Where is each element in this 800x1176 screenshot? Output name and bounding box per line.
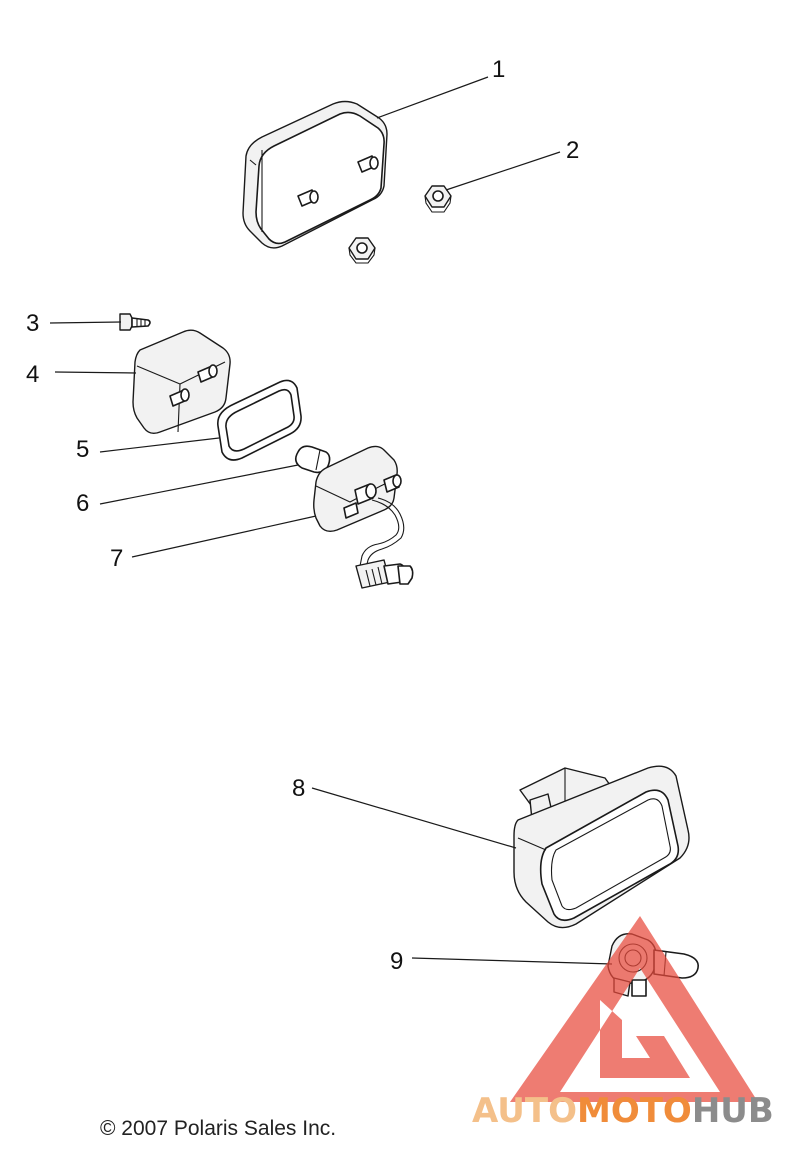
callout-9: 9 <box>390 948 403 975</box>
leader-8 <box>311 787 517 849</box>
callout-5: 5 <box>76 436 89 463</box>
leader-4 <box>54 371 137 374</box>
watermark-hub: HUB <box>692 1091 774 1131</box>
watermark-triangle-icon <box>510 916 758 1102</box>
watermark-logo <box>510 916 758 1102</box>
part-4-lens <box>132 329 231 435</box>
leader-6 <box>99 464 299 505</box>
leader-9 <box>411 957 613 965</box>
watermark-moto: MOTO <box>577 1091 692 1131</box>
callout-4: 4 <box>26 361 39 388</box>
part-2-nut <box>424 185 452 213</box>
callout-6: 6 <box>76 490 89 517</box>
leader-5 <box>99 437 220 453</box>
callout-8: 8 <box>292 775 305 802</box>
part-6-bulb <box>294 445 331 474</box>
callout-7: 7 <box>110 545 123 572</box>
leader-3 <box>49 321 122 324</box>
part-1-tail-light-housing <box>242 100 388 249</box>
svg-text:AUTOMOTOHUB: AUTOMOTOHUB <box>472 1091 774 1131</box>
leader-2 <box>445 151 561 191</box>
callout-2: 2 <box>566 137 579 164</box>
part-3-screw <box>119 313 151 331</box>
copyright-text: © 2007 Polaris Sales Inc. <box>100 1117 337 1140</box>
callout-1: 1 <box>492 56 505 83</box>
part-8-headlight <box>513 765 690 929</box>
callout-3: 3 <box>26 310 39 337</box>
watermark-auto: AUTO <box>472 1091 577 1131</box>
part-5-gasket <box>217 379 302 461</box>
leader-lines <box>49 76 613 965</box>
part-7-socket-harness <box>313 445 414 589</box>
watermark-text: AUTOMOTOHUB <box>472 1091 774 1131</box>
part-2-nut <box>348 237 376 264</box>
leader-7 <box>131 515 317 558</box>
leader-1 <box>376 76 489 119</box>
